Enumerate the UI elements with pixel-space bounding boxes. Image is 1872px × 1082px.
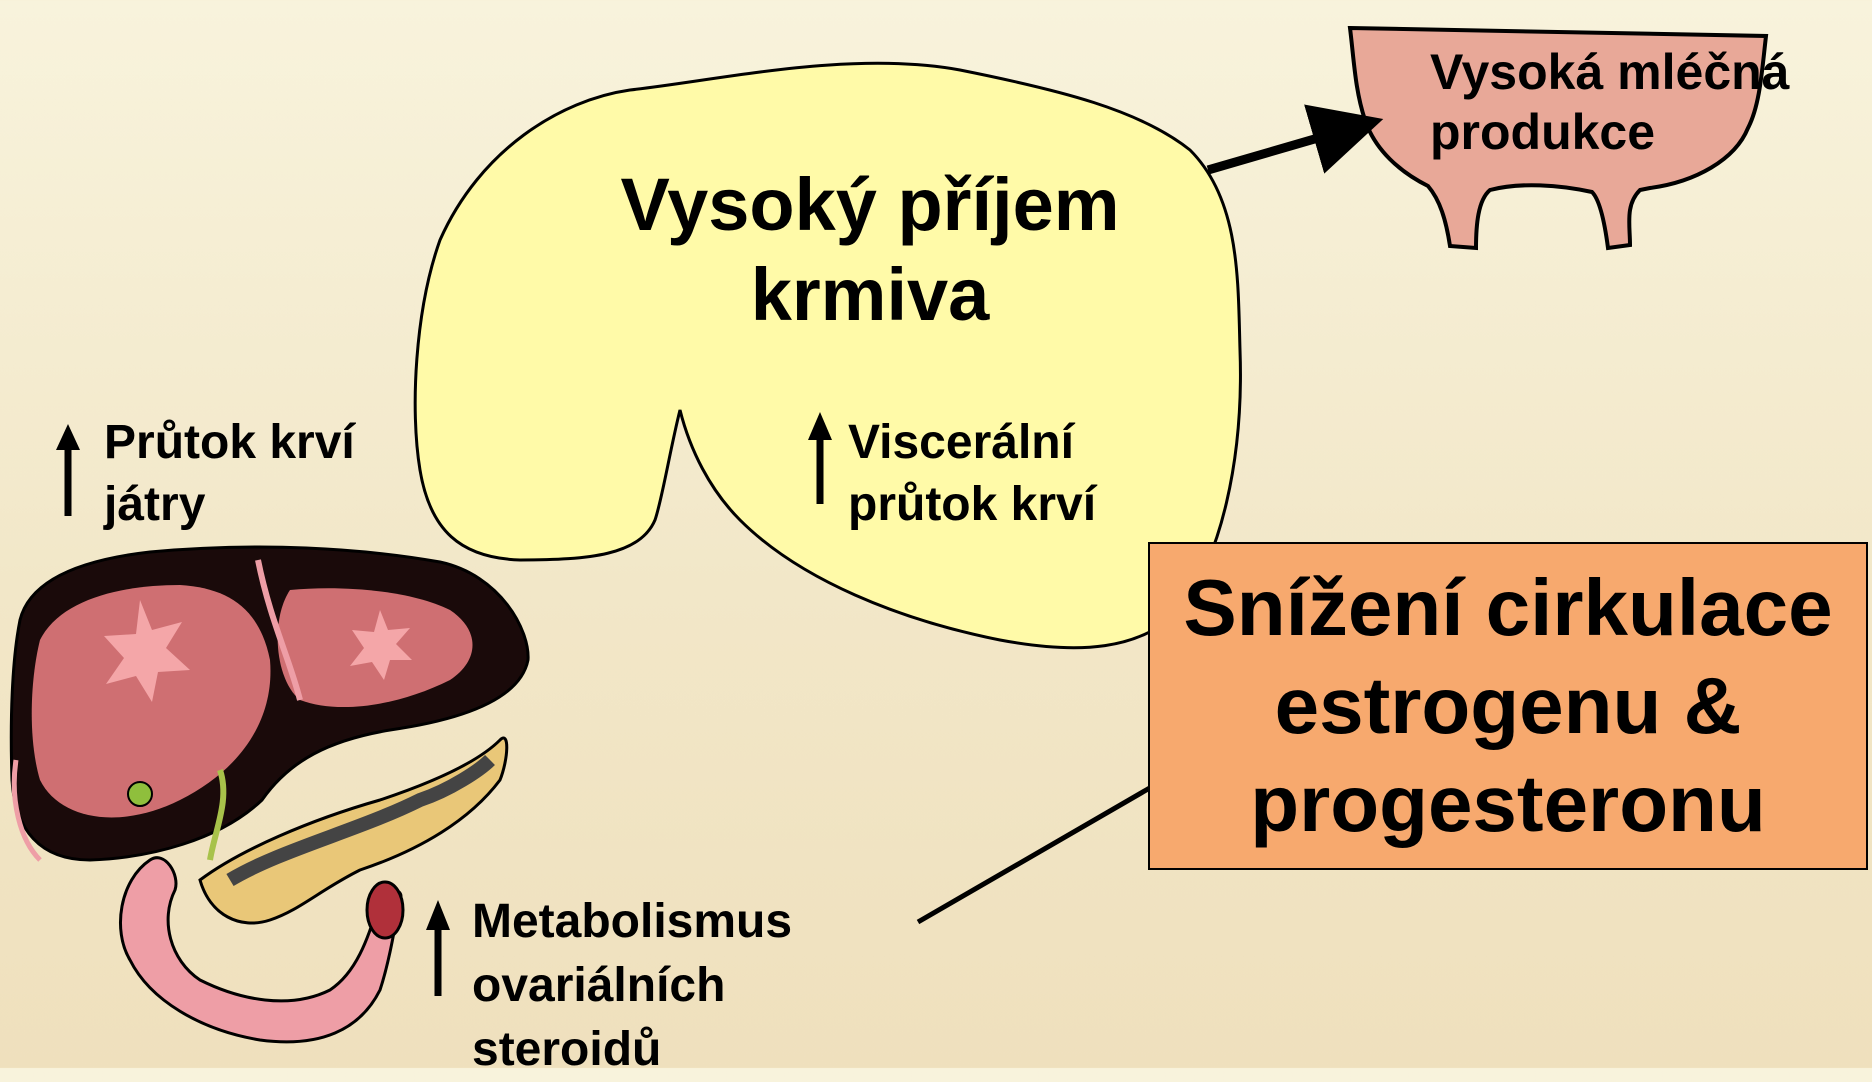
liver-pancreas-illustration — [11, 547, 528, 1042]
milk-production-label: Vysoká mléčná produkce — [1430, 42, 1789, 162]
up-arrow-icon — [426, 900, 450, 996]
rumen-shape — [415, 63, 1240, 648]
metabolism-label: Metabolismus ovariálních steroidů — [472, 890, 792, 1082]
result-box: Snížení cirkulace estrogenu & progestero… — [1148, 542, 1868, 870]
liver-blood-flow-label: Průtok krví játry — [104, 412, 355, 536]
result-label: Snížení cirkulace estrogenu & progestero… — [1183, 559, 1832, 853]
visceral-blood-flow-label: Viscerální průtok krví — [848, 412, 1096, 536]
intake-label: Vysoký příjem krmiva — [560, 160, 1180, 340]
up-arrow-icon — [56, 424, 80, 516]
arrow-intake-to-milk — [1208, 124, 1366, 170]
